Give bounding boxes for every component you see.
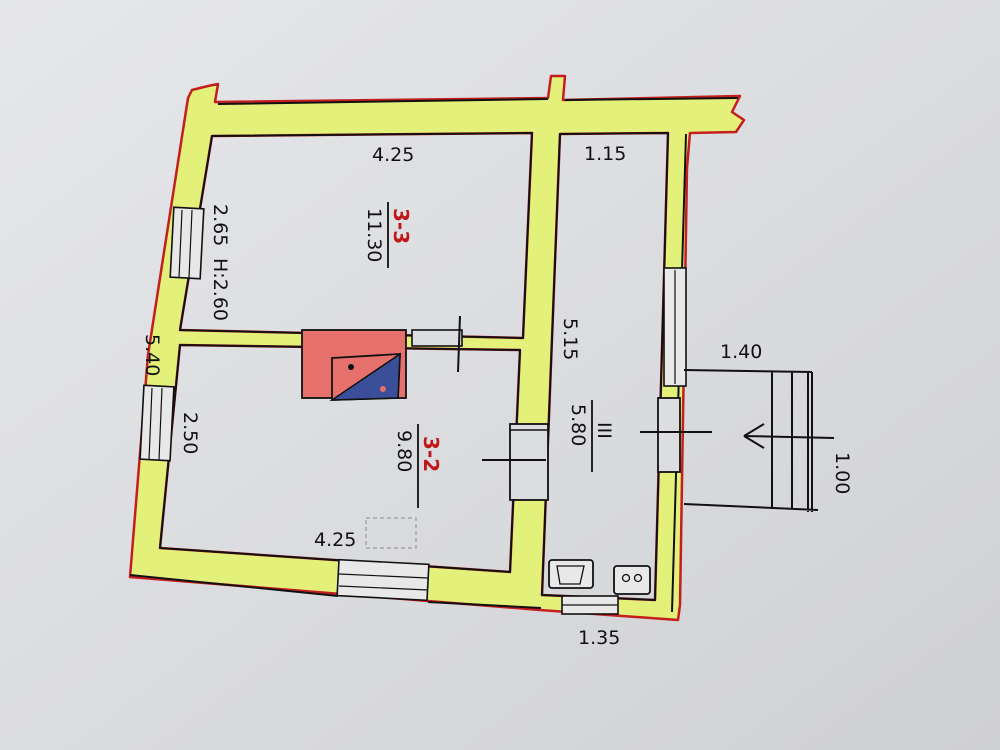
room-3-3-id: 3-3 xyxy=(389,208,413,244)
dim-bottom-room-width: 4.25 xyxy=(314,529,356,551)
window-bottom-pane xyxy=(338,573,429,579)
room-iii-id: III xyxy=(593,422,615,439)
window-left-top-pane2 xyxy=(188,209,193,279)
porch-outline xyxy=(683,369,819,512)
window-left-top-pane xyxy=(178,209,183,279)
room-iii: III 5.80 xyxy=(567,400,615,472)
window-bottom-pane2 xyxy=(338,585,429,591)
room-3-2-id: 3-2 xyxy=(419,436,443,472)
dim-overall-left: 5.40 xyxy=(141,334,163,376)
bottom-hatch xyxy=(365,517,417,549)
room-3-2: 3-2 9.80 xyxy=(393,424,443,508)
floor-hatch xyxy=(365,517,417,549)
stove-dot-1 xyxy=(348,364,354,370)
room-iii-area: 5.80 xyxy=(567,404,589,446)
dim-top-room-height: 2.65 xyxy=(209,204,231,246)
door-between-rooms-arrow-v xyxy=(457,315,461,373)
windows xyxy=(139,206,687,615)
door-entrance xyxy=(657,397,681,473)
burner-1 xyxy=(621,573,631,583)
room-3-3: 3-3 11.30 xyxy=(363,202,413,268)
stove-burner-icon xyxy=(613,565,651,595)
sink-icon xyxy=(548,559,594,589)
door-hall-to-room xyxy=(509,423,549,501)
window-bottom xyxy=(336,558,430,602)
porch-arrow xyxy=(743,423,835,449)
room-labels: 3-3 11.30 3-2 9.80 III 5.80 xyxy=(363,202,615,508)
door-between-rooms xyxy=(411,329,463,347)
window-left-top xyxy=(169,206,205,280)
dim-hall-width: 1.15 xyxy=(584,143,626,165)
dim-top-room-width: 4.25 xyxy=(372,144,414,166)
window-left-bottom xyxy=(139,384,175,462)
sink-basin xyxy=(556,565,585,585)
room-3-2-area: 9.80 xyxy=(393,430,415,472)
dim-ceiling-height: H:2.60 xyxy=(209,258,231,321)
window-left-bottom-pane xyxy=(148,387,153,461)
dim-porch-width: 1.40 xyxy=(720,341,762,363)
dim-hall-length: 5.15 xyxy=(559,318,581,360)
burner-2 xyxy=(633,573,643,583)
room-3-3-area: 11.30 xyxy=(363,208,385,262)
burner-body xyxy=(613,565,651,595)
dim-hall-bottom: 1.35 xyxy=(578,627,620,649)
doors xyxy=(411,315,712,501)
porch xyxy=(683,369,835,512)
stove-icon xyxy=(301,329,407,401)
window-left-bottom-pane2 xyxy=(158,387,163,461)
stove-dot-2 xyxy=(380,386,386,392)
dim-bottom-room-height: 2.50 xyxy=(179,412,201,454)
dimension-labels: 4.25 2.65 H:2.60 5.40 2.50 4.25 1.15 5.1… xyxy=(141,143,853,649)
dim-porch-depth: 1.00 xyxy=(831,452,853,494)
